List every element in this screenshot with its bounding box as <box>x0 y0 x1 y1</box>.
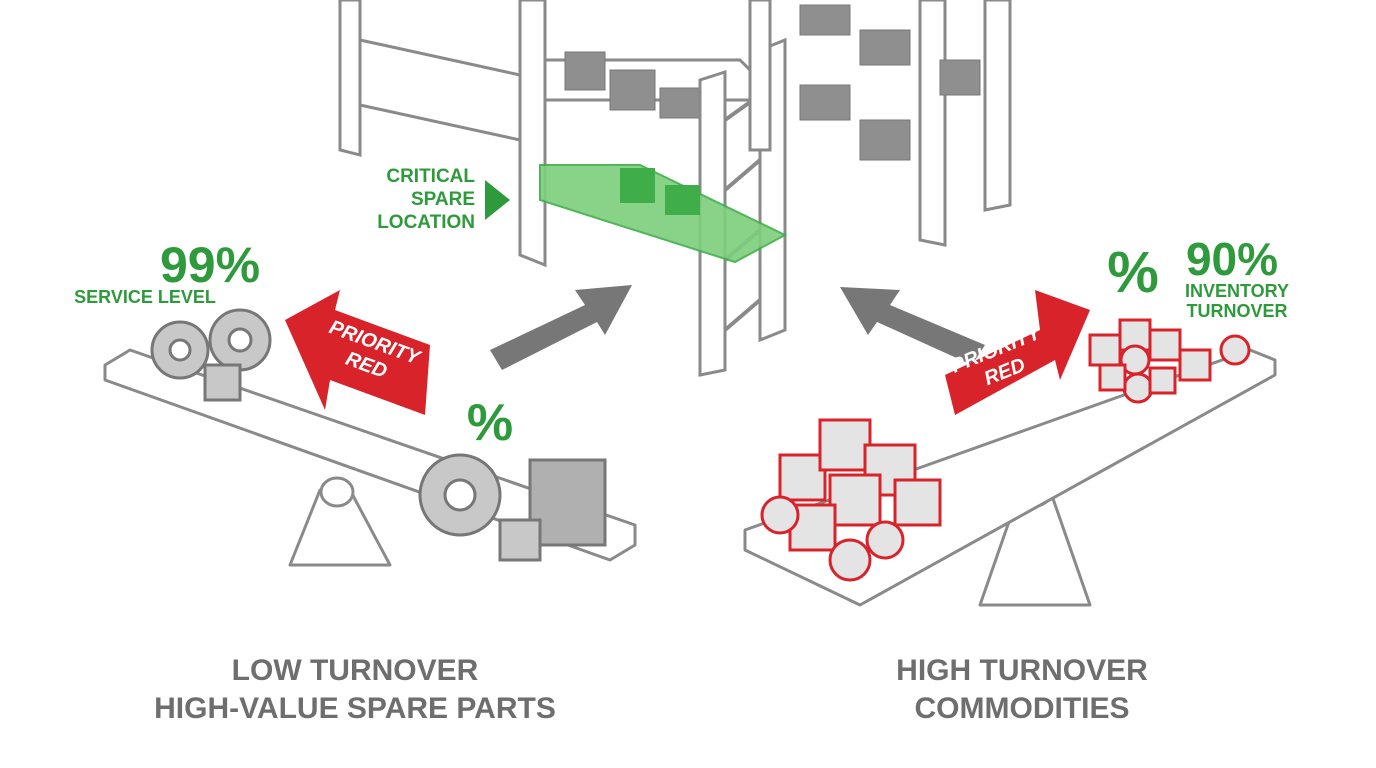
critical-spare-label: CRITICAL SPARE LOCATION <box>377 166 510 233</box>
gear-icon <box>150 320 210 380</box>
svg-text:LOCATION: LOCATION <box>377 212 475 233</box>
storage-rack <box>338 0 1012 377</box>
gear-icon <box>418 453 502 537</box>
left-caption-subtitle: HIGH-VALUE SPARE PARTS <box>154 692 556 725</box>
gear-icon <box>208 308 272 372</box>
left-percent-icon: % <box>467 394 513 452</box>
box-icon <box>528 458 607 547</box>
priority-arrow-right: PRIORITY RED <box>945 290 1090 415</box>
inventory-turnover-label: INVENTORY <box>1185 281 1289 301</box>
svg-text:CRITICAL: CRITICAL <box>386 166 475 187</box>
right-percent-icon: % <box>1107 240 1159 305</box>
high-turnover-seesaw <box>743 318 1277 607</box>
critical-spare-shelf <box>539 164 788 264</box>
right-caption-subtitle: COMMODITIES <box>915 692 1130 725</box>
priority-arrow-left: PRIORITY RED <box>285 290 430 415</box>
inventory-turnover-value: 90% <box>1186 233 1278 285</box>
svg-text:SPARE: SPARE <box>411 189 475 210</box>
right-caption-title: HIGH TURNOVER <box>896 654 1148 687</box>
arrow-up-right-icon <box>490 285 632 370</box>
left-caption-title: LOW TURNOVER <box>232 654 479 687</box>
service-level-label: SERVICE LEVEL <box>74 287 216 307</box>
box-icon <box>498 518 542 562</box>
inventory-turnover-label: TURNOVER <box>1186 301 1287 321</box>
service-level-value: 99% <box>160 237 260 293</box>
pointer-arrow-icon <box>485 180 510 220</box>
box-icon <box>203 363 242 402</box>
low-turnover-seesaw <box>103 308 637 567</box>
arrow-up-left-icon <box>840 287 985 365</box>
